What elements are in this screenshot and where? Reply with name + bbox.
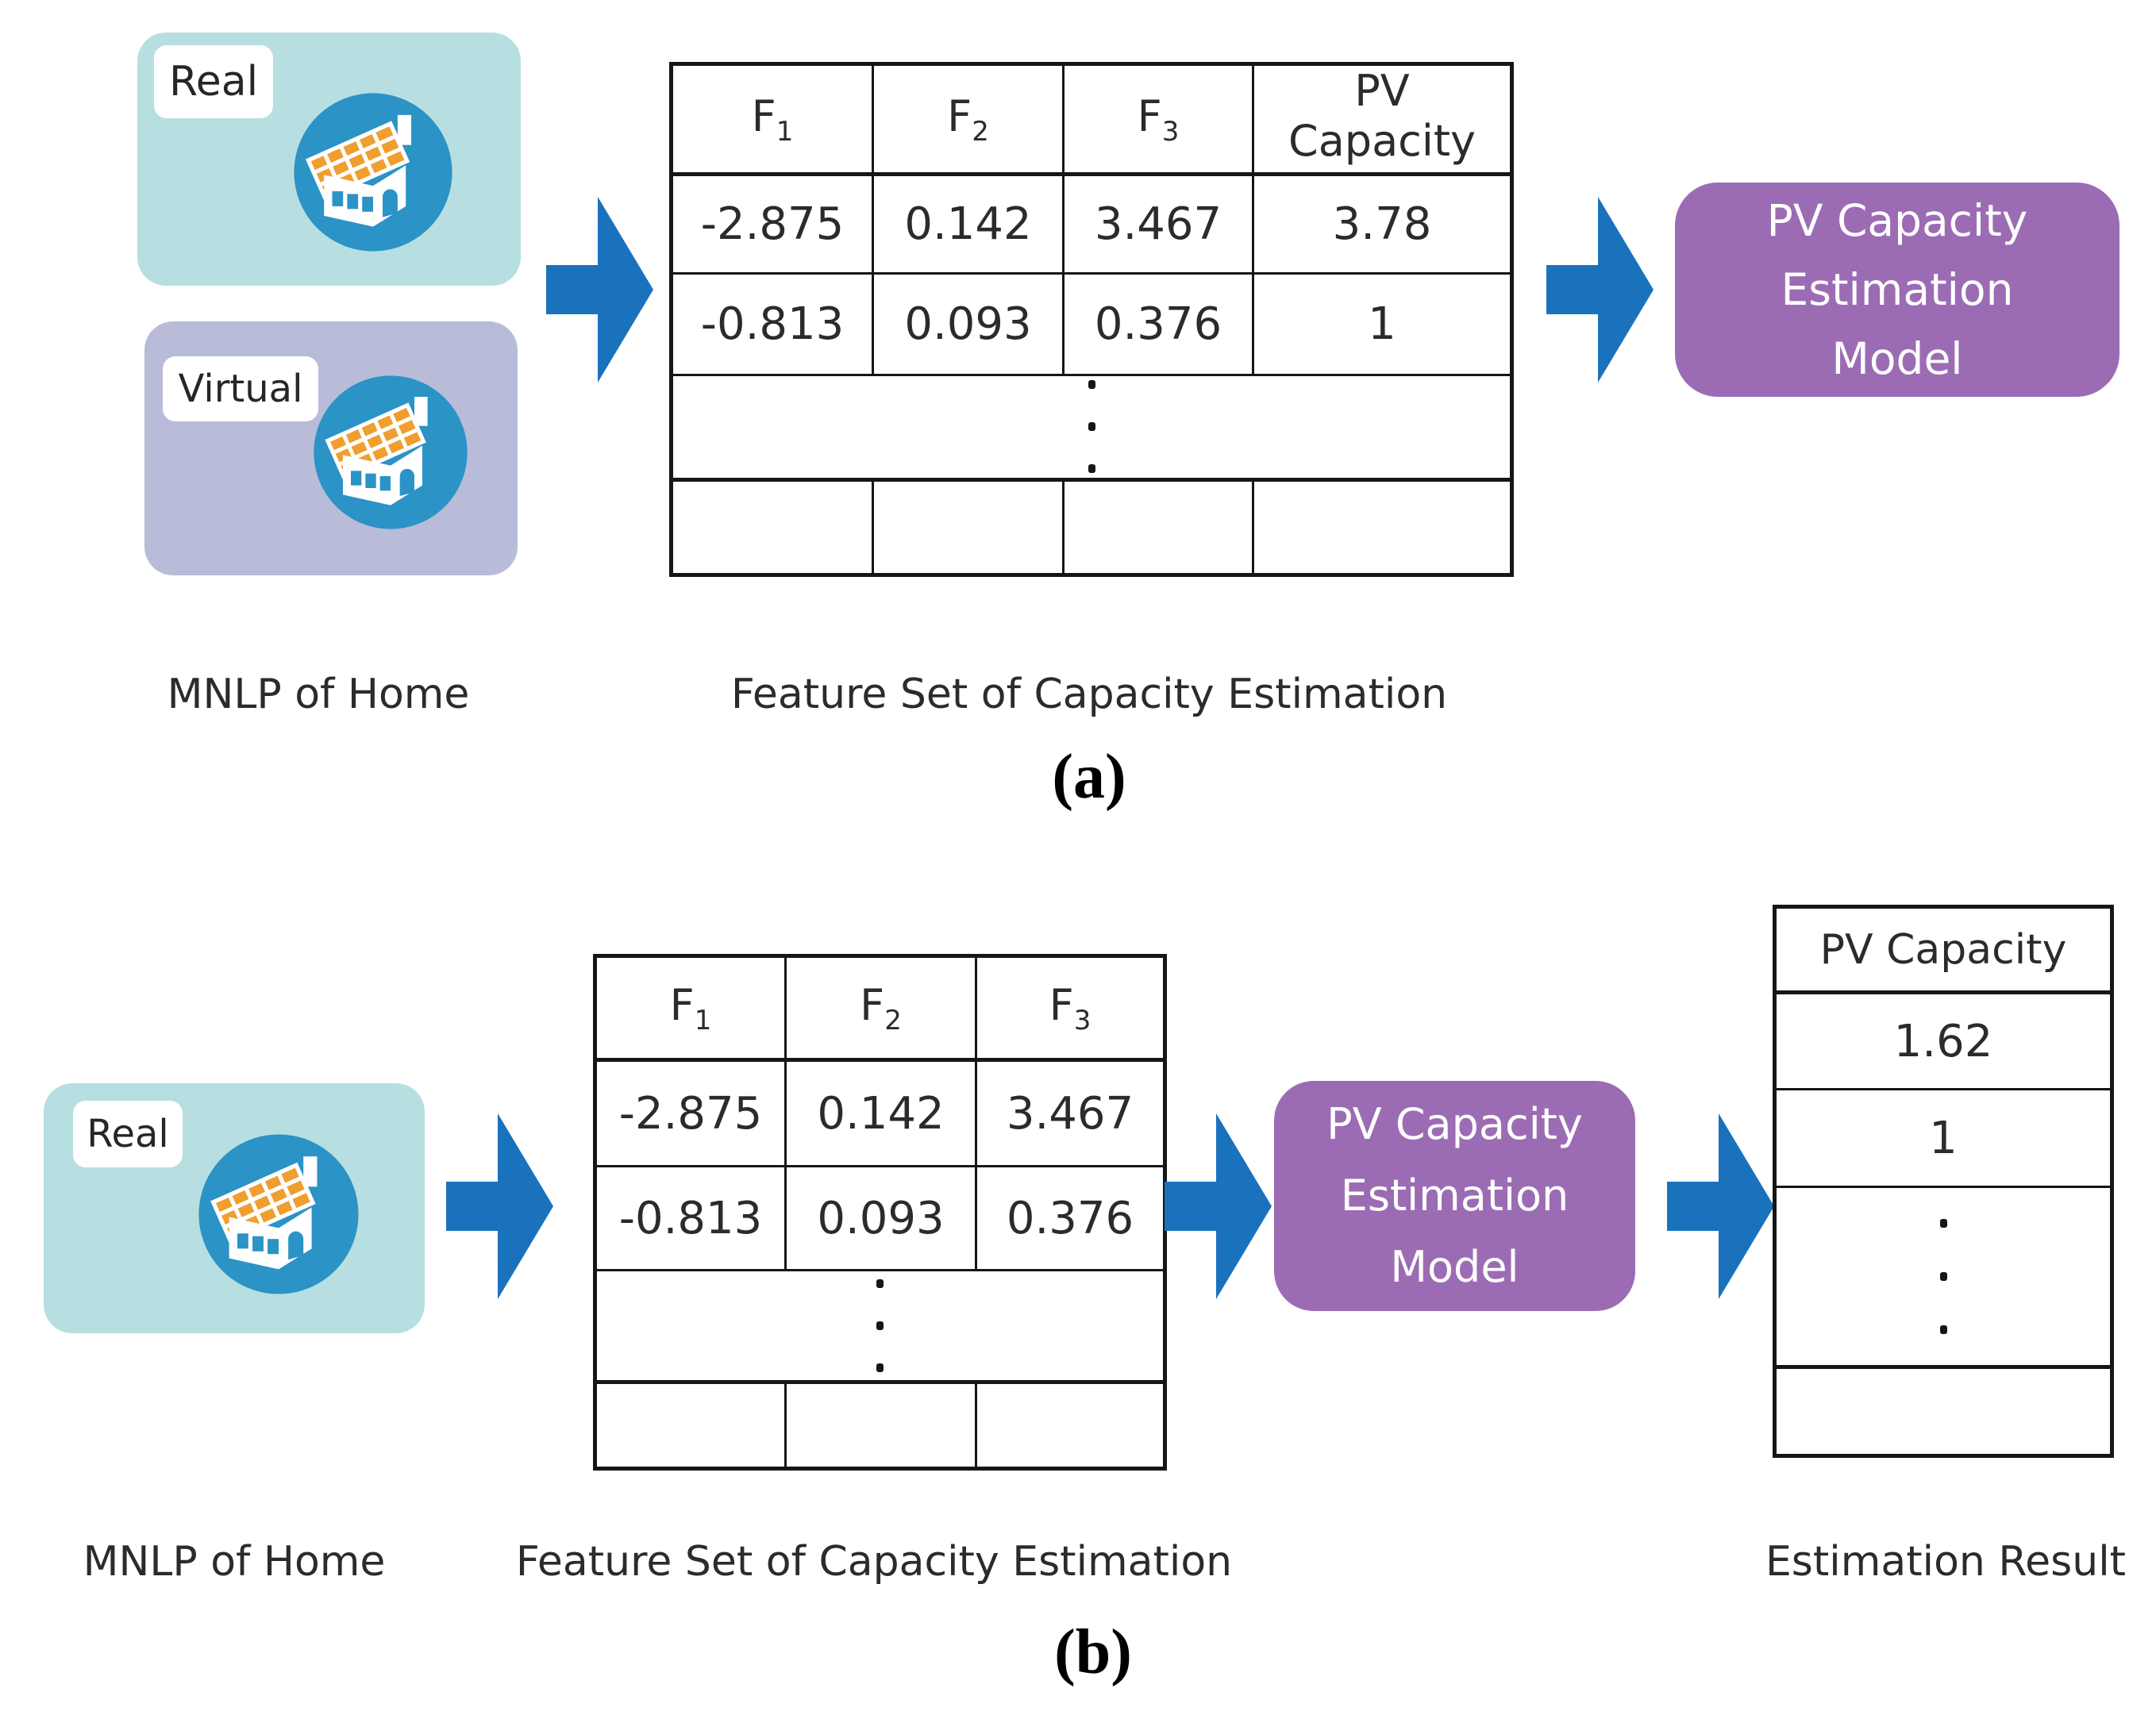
table-cell: 0.142: [784, 1059, 977, 1167]
estimation-result-caption: Estimation Result: [1765, 1538, 2127, 1586]
table-cell-empty: [594, 1381, 787, 1470]
table-cell: 1: [1773, 1088, 2113, 1188]
header-subscript: 3: [1161, 115, 1180, 148]
column-header: PV Capacity: [1252, 63, 1513, 176]
table-empty-row: [1773, 1366, 2113, 1457]
virtual-label: Virtual: [163, 356, 318, 421]
table-row: -0.813 0.093 0.376 1: [670, 271, 1513, 376]
table-cell: -0.813: [594, 1165, 787, 1271]
model-box-line: Model: [1831, 333, 1963, 384]
table-cell: 0.376: [975, 1165, 1166, 1271]
real-home-card: Real: [137, 33, 521, 286]
table-cell-empty: [1773, 1366, 2113, 1457]
table-cell: -0.813: [670, 271, 874, 376]
header-text: F: [947, 90, 972, 141]
table-cell: 3.467: [1062, 172, 1254, 275]
table-cell: 1.62: [1773, 991, 2113, 1090]
column-header: F2: [784, 955, 977, 1062]
right-arrow-icon: [1165, 1113, 1272, 1299]
table-empty-row: [594, 1381, 1166, 1470]
table-cell: 3.78: [1252, 172, 1513, 275]
feature-set-caption: Feature Set of Capacity Estimation: [515, 1538, 1233, 1586]
model-box-line: Estimation: [1781, 263, 2014, 315]
table-header-row: F1 F2 F3: [594, 955, 1166, 1062]
table-header-row: PV Capacity: [1773, 905, 2113, 994]
table-cell-empty: [1252, 478, 1513, 576]
model-box-line: Model: [1390, 1242, 1519, 1292]
feature-table-b: F1 F2 F3 -2.875 0.142 3.467 -0.813 0.093…: [593, 954, 1167, 1471]
mnlp-of-home-caption: MNLP of Home: [167, 671, 470, 718]
table-cell: 3.467: [975, 1059, 1166, 1167]
model-box-line: PV Capacity: [1766, 194, 2028, 246]
feature-table-a: F1 F2 F3 PV Capacity -2.875 0.142 3.467 …: [669, 62, 1514, 577]
header-text: F: [751, 90, 776, 141]
header-subscript: 2: [884, 1004, 902, 1036]
table-cell: 1: [1252, 271, 1513, 376]
table-ellipsis-row: [594, 1269, 1166, 1384]
real-label: Real: [73, 1101, 183, 1167]
header-text: F: [860, 979, 885, 1030]
header-text: F: [669, 979, 695, 1030]
table-row: 1: [1773, 1088, 2113, 1188]
solar-house-icon: [311, 373, 470, 532]
header-text: F: [1049, 979, 1074, 1030]
table-row: -2.875 0.142 3.467 3.78: [670, 172, 1513, 275]
column-header: F1: [594, 955, 787, 1062]
real-home-card: Real: [44, 1083, 425, 1333]
pv-capacity-estimation-model-box: PV Capacity Estimation Model: [1675, 183, 2119, 397]
table-cell: 0.142: [872, 172, 1065, 275]
table-cell: [670, 373, 1513, 482]
table-row: -2.875 0.142 3.467: [594, 1059, 1166, 1167]
table-cell: 0.093: [784, 1165, 977, 1271]
table-row: -0.813 0.093 0.376: [594, 1165, 1166, 1271]
table-cell: [1773, 1186, 2113, 1369]
vertical-ellipsis: [674, 380, 1510, 474]
table-cell-empty: [975, 1381, 1166, 1470]
right-arrow-icon: [546, 197, 653, 383]
column-header: F3: [975, 955, 1166, 1062]
virtual-home-card: Virtual: [144, 321, 518, 575]
table-cell: -2.875: [670, 172, 874, 275]
panel-b-caption: (b): [1054, 1617, 1132, 1687]
table-cell: -2.875: [594, 1059, 787, 1167]
column-header: F3: [1062, 63, 1254, 176]
table-cell-empty: [670, 478, 874, 576]
solar-house-icon: [196, 1132, 361, 1297]
column-header: F2: [872, 63, 1065, 176]
table-cell: 0.376: [1062, 271, 1254, 376]
table-row: 1.62: [1773, 991, 2113, 1090]
vertical-ellipsis: [598, 1279, 1163, 1372]
solar-house-icon: [291, 90, 455, 254]
table-cell-empty: [784, 1381, 977, 1470]
vertical-ellipsis: [1777, 1219, 2110, 1334]
table-cell: 0.093: [872, 271, 1065, 376]
table-cell: [594, 1269, 1166, 1384]
real-label: Real: [154, 45, 273, 118]
estimation-result-table: PV Capacity 1.62 1: [1773, 905, 2114, 1458]
right-arrow-icon: [1667, 1113, 1774, 1299]
right-arrow-icon: [446, 1113, 553, 1299]
feature-set-caption: Feature Set of Capacity Estimation: [730, 671, 1448, 718]
table-ellipsis-row: [1773, 1186, 2113, 1369]
header-subscript: 3: [1073, 1004, 1091, 1036]
model-box-line: PV Capacity: [1326, 1099, 1583, 1149]
panel-a-caption: (a): [1052, 742, 1126, 812]
mnlp-of-home-caption: MNLP of Home: [83, 1538, 386, 1586]
table-ellipsis-row: [670, 373, 1513, 482]
header-text: F: [1137, 90, 1162, 141]
table-cell-empty: [1062, 478, 1254, 576]
table-header-row: F1 F2 F3 PV Capacity: [670, 63, 1513, 176]
right-arrow-icon: [1546, 197, 1654, 383]
model-box-line: Estimation: [1340, 1171, 1569, 1221]
table-cell-empty: [872, 478, 1065, 576]
pv-capacity-estimation-model-box: PV Capacity Estimation Model: [1274, 1081, 1635, 1311]
header-text: PV Capacity: [1288, 66, 1476, 166]
table-empty-row: [670, 478, 1513, 576]
header-subscript: 2: [972, 115, 989, 148]
header-subscript: 1: [694, 1004, 712, 1036]
column-header: F1: [670, 63, 874, 176]
column-header: PV Capacity: [1773, 905, 2113, 994]
header-subscript: 1: [776, 115, 794, 148]
